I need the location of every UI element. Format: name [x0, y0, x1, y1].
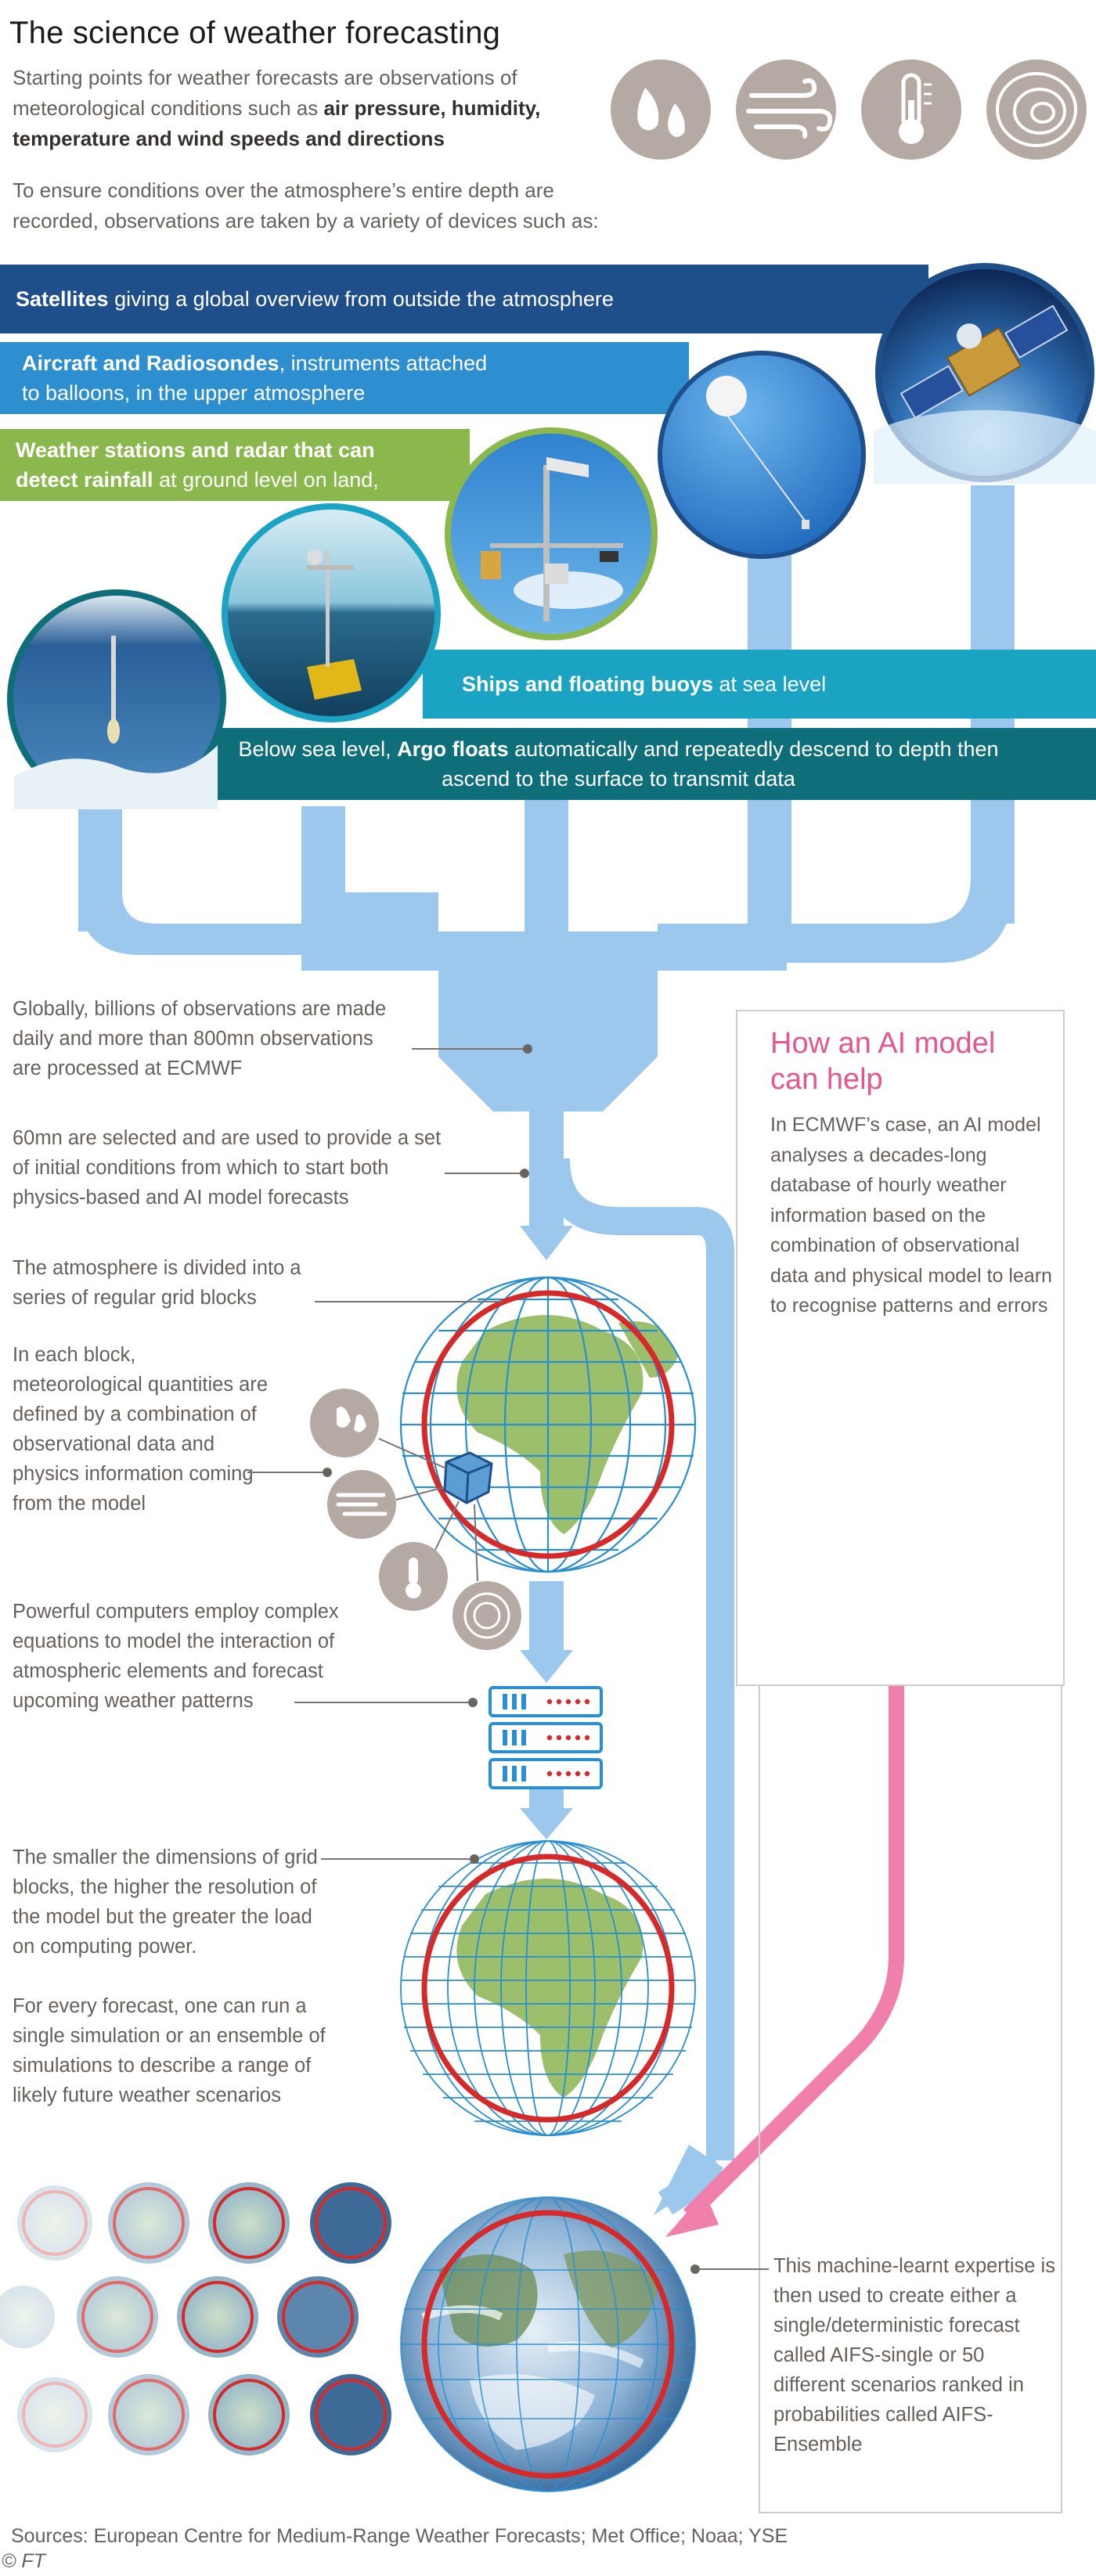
- dot-machine: [690, 2264, 700, 2274]
- ensemble-globes: [0, 2182, 391, 2455]
- note-ensemble: For every forecast, one can run a single…: [13, 1995, 326, 2106]
- band-ships-buoys: Ships and floating buoys at sea level: [423, 650, 1096, 719]
- intro-paragraph-1: Starting points for weather forecasts ar…: [13, 63, 592, 154]
- down-arrow-2: [520, 1650, 573, 1683]
- grid-globe-1: [399, 1276, 697, 1573]
- argo-text: automatically and repeatedly descend to …: [442, 737, 999, 791]
- leader-machine: [698, 2268, 769, 2270]
- satellites-text: giving a global overview from outside th…: [108, 287, 614, 311]
- note-block: In each block, meteorological quantities…: [13, 1344, 269, 1515]
- intro-bold: air pressure, humidity, temperature and …: [13, 96, 541, 150]
- aircraft-text: , instruments attached to balloons, in t…: [22, 351, 488, 405]
- ai-model-label: AI model: [841, 1633, 957, 1663]
- note-resolution: The smaller the dimensions of grid block…: [13, 1846, 318, 1958]
- leader-observations: [412, 1048, 528, 1050]
- note-computers: Powerful computers employ complex equati…: [13, 1601, 339, 1712]
- band-weather-stations: Weather stations and radar that can dete…: [0, 429, 470, 501]
- weather-station-photo: [445, 427, 658, 640]
- note-observations: Globally, billions of observations are m…: [13, 998, 387, 1079]
- intro-text: Starting points for weather forecasts ar…: [13, 66, 517, 120]
- pink-arrow: [665, 2192, 719, 2237]
- server-stack-icon: [489, 1686, 603, 1789]
- dot-observations: [523, 1044, 532, 1054]
- leader-resolution: [321, 1858, 474, 1860]
- pipe-to-computers: [529, 1581, 564, 1659]
- earth-globe-final: [400, 2196, 696, 2492]
- leader-selected: [445, 1173, 526, 1174]
- down-arrow-3: [520, 1808, 573, 1839]
- note-selected: 60mn are selected and are used to provid…: [13, 1127, 442, 1209]
- ai-panel-text: In ECMWF’s case, an AI model analyses a …: [770, 1114, 1052, 1317]
- humidity-icon: [611, 59, 711, 160]
- intro-paragraph-2: To ensure conditions over the atmosphere…: [13, 178, 599, 232]
- pressure-icon: [986, 59, 1087, 160]
- leader-grid: [315, 1301, 503, 1302]
- dot-block: [323, 1468, 332, 1477]
- argo-pre: Below sea level,: [238, 737, 398, 761]
- aircraft-bold: Aircraft and Radiosondes: [22, 351, 279, 375]
- ai-panel: [736, 1010, 1065, 1686]
- page-title: The science of weather forecasting: [9, 16, 501, 50]
- weather-icons-row: [611, 59, 1087, 160]
- note-grid: The atmosphere is divided into a series …: [13, 1257, 301, 1309]
- band-argo-floats: Below sea level, Argo floats automatical…: [188, 728, 1096, 800]
- ai-year-1990: 1990: [775, 1390, 823, 1414]
- satellites-bold: Satellites: [16, 287, 109, 311]
- block-quantity-icons: [310, 1389, 521, 1650]
- floating-buoy-photo: [222, 503, 441, 722]
- copyright: © FT: [2, 2550, 45, 2572]
- note-machine: This machine-learnt expertise is then us…: [773, 2255, 1055, 2455]
- ai-panel-title: How an AI model can help: [770, 1027, 996, 1096]
- ai-year-2010: 2010: [775, 1528, 823, 1551]
- grid-globe-2: [400, 1840, 696, 2136]
- ai-pink-pipe: [683, 1683, 904, 2221]
- down-arrow-1: [520, 1226, 573, 1260]
- source-line: Sources: European Centre for Medium-Rang…: [11, 2525, 788, 2547]
- leader-computers: [294, 1702, 473, 1703]
- wind-icon: [736, 59, 836, 160]
- dot-resolution: [470, 1854, 479, 1864]
- stations-bold: Weather stations and radar that can dete…: [16, 438, 375, 492]
- argo-bold: Argo floats: [397, 737, 509, 761]
- ai-year-2020: 2020: [775, 1597, 823, 1620]
- radiosonde-balloon-photo: [658, 351, 866, 559]
- ships-bold: Ships and floating buoys: [462, 672, 714, 696]
- band-aircraft: Aircraft and Radiosondes, instruments at…: [0, 342, 689, 414]
- satellite-photo: [874, 263, 1096, 484]
- ships-text: at sea level: [713, 672, 827, 696]
- dot-selected: [520, 1169, 529, 1178]
- ai-year-2000: 2000: [775, 1457, 823, 1481]
- thermometer-icon: [861, 59, 961, 160]
- dot-computers: [468, 1698, 478, 1707]
- argo-float-photo: [7, 589, 226, 809]
- stations-text: at ground level on land,: [153, 468, 379, 492]
- ai-branch-pipe: [542, 1158, 734, 2160]
- band-satellites: Satellites giving a global overview from…: [0, 265, 928, 333]
- leader-block: [247, 1472, 326, 1473]
